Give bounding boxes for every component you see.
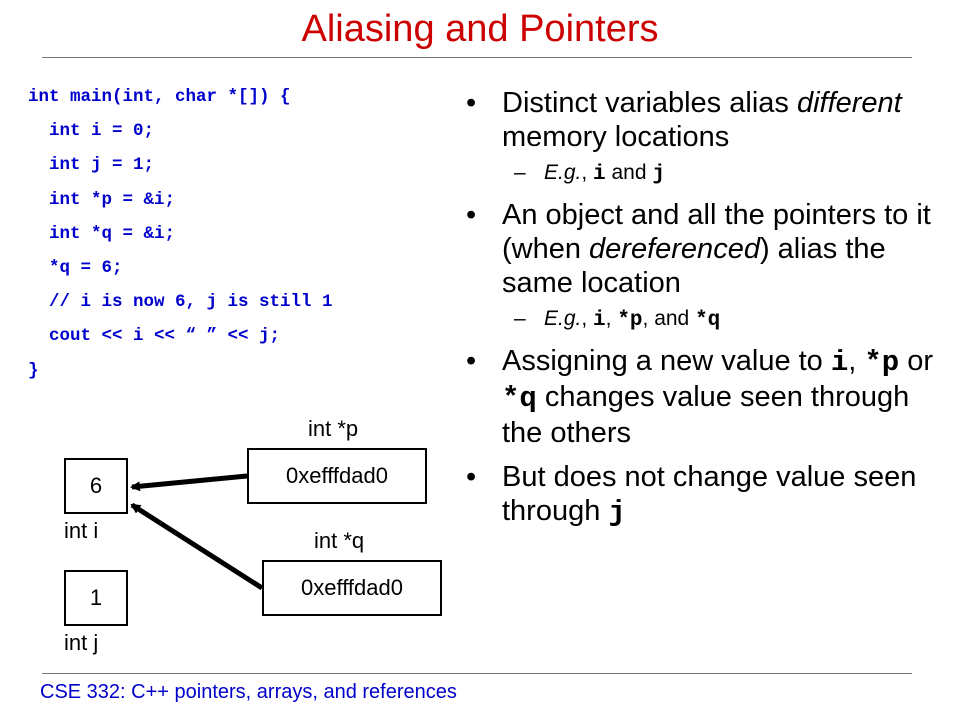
code-line: int *q = &i; bbox=[28, 223, 176, 244]
code-line: cout << i << “ ” << j; bbox=[28, 326, 281, 347]
footer-course-title: CSE 332: C++ pointers, arrays, and refer… bbox=[40, 681, 457, 703]
arrow-p-to-i bbox=[130, 473, 248, 492]
code-line: *q = 6; bbox=[28, 258, 123, 279]
bullet-does-not-change: •But does not change value seen through … bbox=[466, 461, 917, 529]
bullet-list: •Distinct variables alias different memo… bbox=[466, 86, 956, 530]
slide-title: Aliasing and Pointers bbox=[301, 8, 659, 50]
code-line: int i = 0; bbox=[28, 121, 155, 142]
pointer-p-label: int *p bbox=[308, 416, 359, 441]
code-line: int j = 1; bbox=[28, 155, 155, 176]
footer-divider bbox=[42, 673, 912, 674]
pointer-q-label: int *q bbox=[314, 528, 365, 553]
variable-i-label: int i bbox=[64, 518, 99, 543]
pointer-q-box: 0xefffdad0 bbox=[262, 560, 442, 616]
variable-j-label: int j bbox=[64, 630, 99, 655]
sub-bullet-example-i-j: –E.g., i and j bbox=[514, 161, 665, 186]
code-line: // i is now 6, j is still 1 bbox=[28, 292, 333, 313]
bullet-assigning-value: •Assigning a new value to i, *p or *q ch… bbox=[466, 345, 934, 449]
bullet-object-pointers: •An object and all the pointers to it (w… bbox=[466, 199, 931, 299]
bullet-distinct-variables: •Distinct variables alias different memo… bbox=[466, 87, 902, 153]
variable-j-box: 1 bbox=[64, 570, 128, 626]
code-line: } bbox=[28, 360, 39, 381]
arrow-q-to-i bbox=[130, 502, 264, 591]
code-line: int main(int, char *[]) { bbox=[28, 87, 291, 107]
title-divider bbox=[42, 57, 912, 58]
code-block: int main(int, char *[]) { int i = 0; int… bbox=[28, 80, 333, 388]
code-line: int *p = &i; bbox=[28, 189, 176, 210]
variable-i-box: 6 bbox=[64, 458, 128, 514]
sub-bullet-example-i-p-q: –E.g., i, *p, and *q bbox=[514, 307, 721, 332]
pointer-p-box: 0xefffdad0 bbox=[247, 448, 427, 504]
